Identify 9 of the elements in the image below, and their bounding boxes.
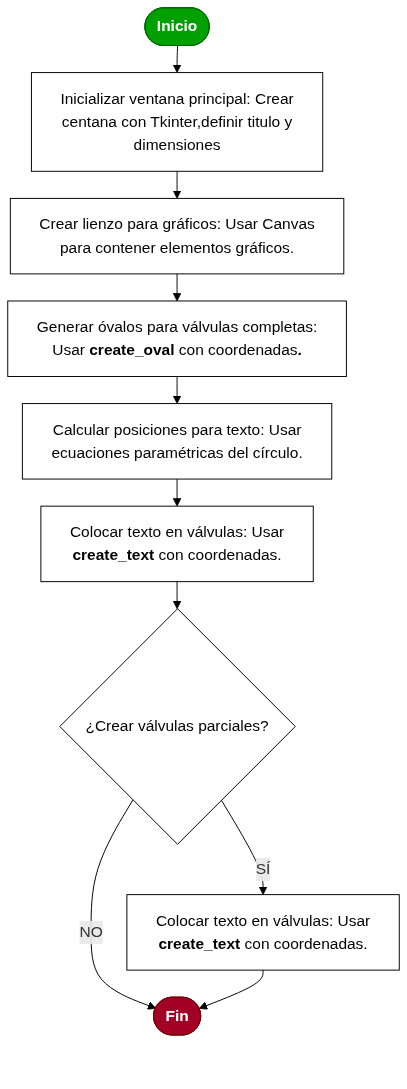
node-box: Calcular posiciones para texto: Usar ecuaciones paramétricas del círculo.: [21, 403, 333, 480]
node-box: Generar óvalos para válvulas completas: Usar create_oval con coordenadas.: [7, 300, 347, 377]
edge-label: NO: [79, 923, 103, 941]
node-box: Inicializar ventana principal: Crear centana con Tkinter,definir titulo y dimensiones: [30, 72, 324, 172]
node-box: Crear lienzo para gráficos: Usar Canvas para contener elementos gráficos.: [9, 197, 345, 275]
node-diamond: ¿Crear válvulas parciales?: [59, 608, 296, 845]
edge-label: SÍ: [255, 860, 271, 878]
node-box: Colocar texto en válvulas: Usar create_text con coordenadas.: [126, 894, 400, 971]
node-box: Colocar texto en válvulas: Usar create_text con coordenadas.: [40, 505, 314, 583]
